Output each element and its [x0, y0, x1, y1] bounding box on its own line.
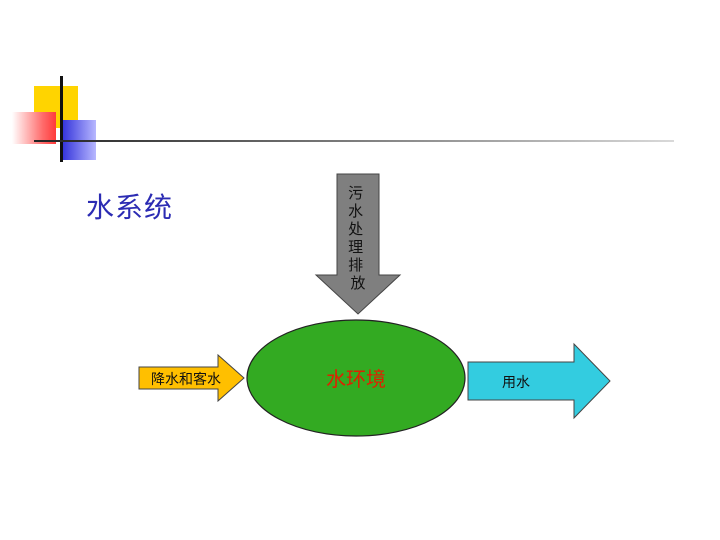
deco-vertical-line: [60, 76, 63, 162]
left-arrow-label: 降水和客水: [151, 371, 221, 388]
center-label: 水环境: [326, 367, 386, 391]
right-output-arrow: [467, 342, 611, 420]
header-divider-line: [34, 140, 674, 142]
top-arrow-label: 污 水 处 理 排 放: [348, 184, 368, 292]
deco-red-block: [12, 112, 56, 144]
water-environment-ellipse: [246, 319, 466, 437]
left-input-arrow: [138, 353, 245, 403]
slide-title: 水系统: [86, 191, 174, 224]
right-arrow-label: 用水: [502, 375, 530, 391]
top-down-arrow: [314, 173, 402, 315]
